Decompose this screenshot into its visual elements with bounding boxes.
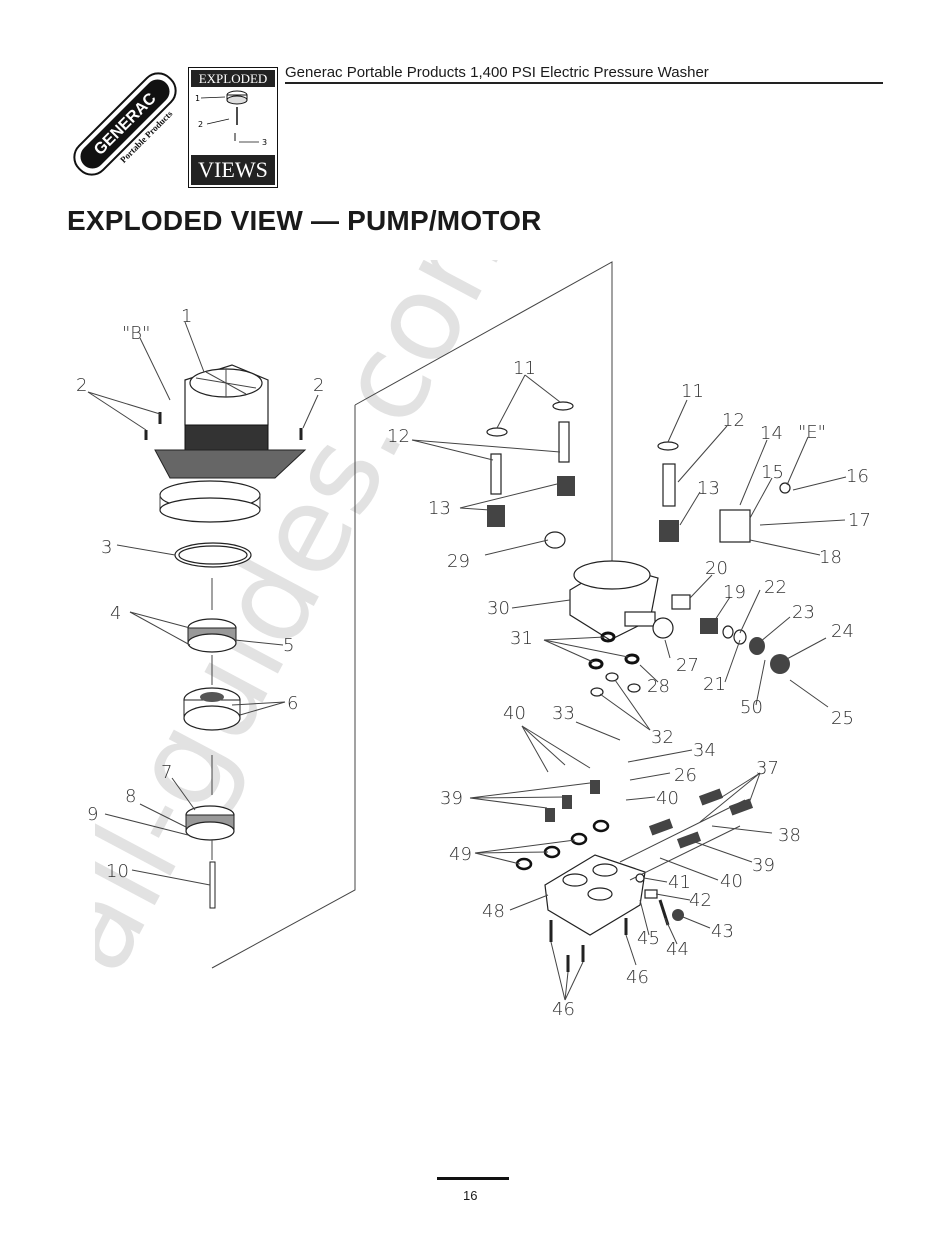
motor-assembly	[154, 364, 307, 523]
part-label: 32	[651, 727, 674, 748]
part-label: 46	[552, 999, 575, 1020]
part-label: 1	[181, 306, 192, 327]
check-valves-part-37-39	[619, 788, 754, 881]
part-label: 34	[693, 740, 716, 761]
part-label: 40	[656, 788, 679, 809]
part-label: 13	[428, 498, 451, 519]
part-label: 13	[697, 478, 720, 499]
part-label: 17	[848, 510, 871, 531]
part-label: 10	[106, 861, 129, 882]
part-label: 38	[778, 825, 801, 846]
part-label: 7	[161, 762, 172, 783]
header-rule	[285, 82, 883, 84]
part-label: 11	[681, 381, 704, 402]
badge-top-label: EXPLODED	[191, 70, 275, 87]
badge-callout: 3	[262, 138, 267, 147]
part-label: 12	[387, 426, 410, 447]
part-label: 40	[720, 871, 743, 892]
bearing-part-7-8-9	[185, 805, 235, 841]
part-label: 39	[752, 855, 775, 876]
part-label: 45	[637, 928, 660, 949]
shaft-part-10	[209, 861, 216, 909]
part-label: 3	[101, 537, 112, 558]
badge-mini-diagram: 1 2 3	[195, 90, 267, 147]
part-label: 11	[513, 358, 536, 379]
part-label: 30	[487, 598, 510, 619]
seals-part-31-32	[588, 631, 641, 697]
exploded-views-badge: EXPLODED 1 2 3 VIEWS	[188, 67, 278, 188]
part-label: 28	[647, 676, 670, 697]
part-label: 25	[831, 708, 854, 729]
part-label: 33	[552, 703, 575, 724]
part-label: 8	[125, 786, 136, 807]
part-label: 42	[689, 890, 712, 911]
part-label: 24	[831, 621, 854, 642]
badge-bottom-label: VIEWS	[191, 155, 275, 185]
page-number: 16	[463, 1188, 478, 1203]
part-label: 29	[447, 551, 470, 572]
pump-frame-line	[354, 261, 613, 570]
part-label: 37	[756, 758, 779, 779]
part-label: 18	[819, 547, 842, 568]
part-label: 49	[449, 844, 472, 865]
detail-label-b: "B"	[122, 323, 150, 344]
part-label: 26	[674, 765, 697, 786]
swashplate-part-6	[183, 687, 241, 731]
part-label: 23	[792, 602, 815, 623]
motor-frame-line	[211, 405, 356, 969]
footer-rule	[437, 1177, 509, 1180]
part-label: 4	[110, 603, 121, 624]
piston-parts	[486, 401, 679, 542]
document-title: Generac Portable Products 1,400 PSI Elec…	[285, 64, 709, 81]
part-label: 50	[740, 697, 763, 718]
part-label: 20	[705, 558, 728, 579]
badge-callout: 2	[198, 120, 203, 129]
part-label: 15	[761, 462, 784, 483]
part-label: 44	[666, 939, 689, 960]
part-label: 41	[668, 872, 691, 893]
part-label: 5	[283, 635, 294, 656]
part-label: 46	[626, 967, 649, 988]
part-label: 48	[482, 901, 505, 922]
part-label: 2	[313, 375, 324, 396]
generac-logo: GENERAC Portable Products	[63, 62, 193, 187]
part-label: 16	[846, 466, 869, 487]
callout-lines	[87, 321, 847, 1001]
badge-callout: 1	[195, 94, 200, 103]
page-title: EXPLODED VIEW — PUMP/MOTOR	[67, 205, 542, 236]
valve-body-part-48	[515, 780, 646, 936]
part-label: 31	[510, 628, 533, 649]
part-label: 6	[287, 693, 298, 714]
detail-label-e: "E"	[798, 422, 826, 443]
part-label: 22	[764, 577, 787, 598]
part-label: 12	[722, 410, 745, 431]
bearing-part-4-5	[187, 618, 237, 653]
part-label: 14	[760, 423, 783, 444]
pump-manifold-part-30	[544, 531, 674, 641]
part-label: 9	[87, 804, 98, 825]
part-label: 2	[76, 375, 87, 396]
exploded-diagram: "B" "E" 1 2 2 3 4 5 6 7 8 9 10 11 11 12 …	[76, 261, 871, 1020]
part-label: 19	[723, 582, 746, 603]
part-label: 21	[703, 674, 726, 695]
part-label: 43	[711, 921, 734, 942]
part-label: 27	[676, 655, 699, 676]
part-label: 40	[503, 703, 526, 724]
part-label: 39	[440, 788, 463, 809]
bolts-part-46	[549, 918, 628, 972]
part-labels: "B" "E" 1 2 2 3 4 5 6 7 8 9 10 11 11 12 …	[76, 306, 871, 1020]
valve-parts	[671, 482, 791, 674]
